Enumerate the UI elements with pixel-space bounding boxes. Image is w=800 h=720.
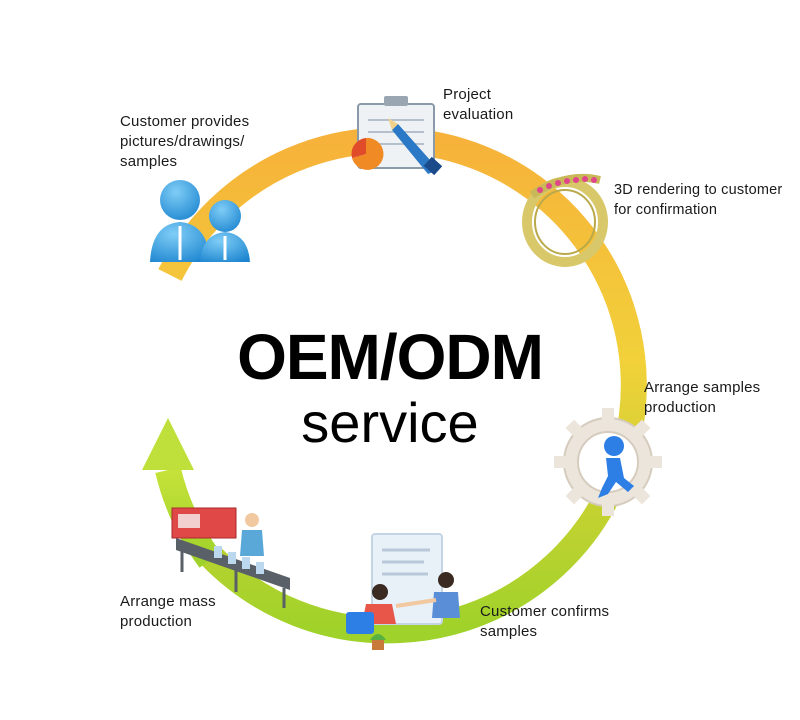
step-label-project-evaluation: Project evaluation (443, 86, 514, 123)
factory-line-icon (171, 507, 290, 608)
step-label-arrange-samples: Arrange samples production (644, 379, 761, 416)
step-label-customer-confirms: Customer confirms samples (480, 603, 610, 640)
step-label-3d-rendering: 3D rendering to customer for confirmatio… (614, 182, 783, 218)
title-sub: service (301, 391, 479, 454)
cycle-arc (158, 127, 647, 644)
title-main: OEM/ODM (237, 321, 544, 393)
step-label-customer-provides: Customer provides pictures/drawings/ sam… (120, 113, 250, 170)
gear-runner-icon (554, 408, 662, 516)
cycle-arrowhead (142, 418, 194, 470)
ring-icon (522, 173, 608, 267)
meeting-icon (346, 533, 460, 650)
customer-icon (150, 180, 250, 262)
step-label-arrange-mass: Arrange mass production (120, 593, 216, 630)
clipboard-pencil-icon (351, 96, 443, 176)
